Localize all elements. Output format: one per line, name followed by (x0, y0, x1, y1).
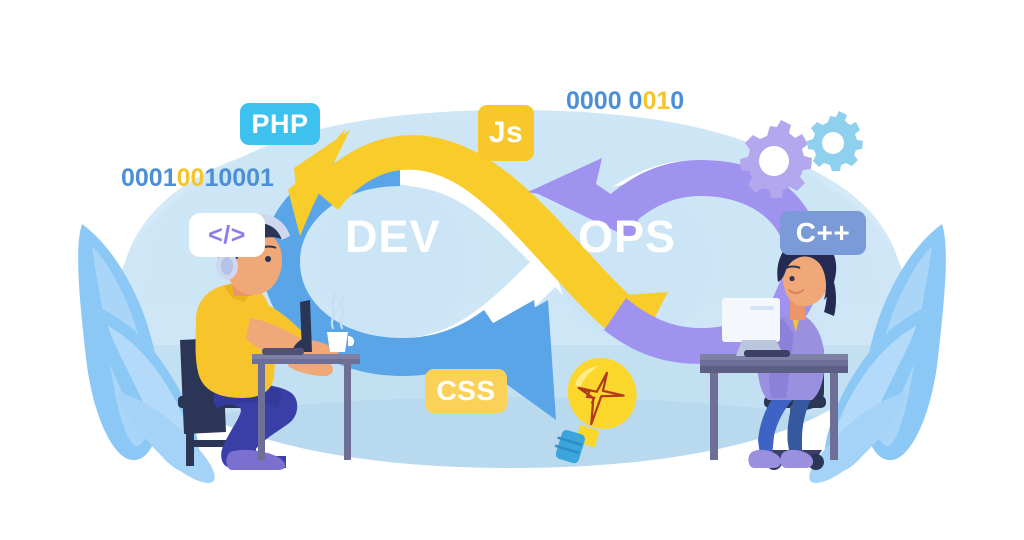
right-desk-equipment (722, 298, 790, 357)
coffee-cup-left (327, 292, 355, 352)
dev-label: DEV (345, 211, 441, 262)
binary-left-segment-yellow: 00 (176, 164, 205, 192)
shoe-right-b (780, 449, 814, 468)
leaf-right-inner (809, 392, 907, 483)
eye-left-person (265, 256, 272, 262)
keyboard-left (262, 348, 304, 355)
dev-inner-disc (314, 184, 470, 340)
steam-2 (339, 292, 346, 330)
desk-leg-right-b (830, 364, 838, 460)
leg-right-person-back (787, 394, 812, 456)
dev-arrowhead-2 (430, 300, 556, 420)
desk-leg-left-a (258, 362, 265, 460)
leg-right-person-front (758, 392, 796, 456)
smile-right-person (788, 289, 804, 294)
shoe-right-a (748, 449, 782, 468)
bulb-filament-zigzag (582, 389, 596, 404)
shoe-left-person (226, 449, 286, 470)
binary-top-segment-blue-2: 0 (670, 87, 685, 115)
steam-1 (330, 292, 337, 330)
binary-left-segment-blue-1: 0001 (121, 164, 177, 192)
gear-purple-icon (740, 120, 812, 198)
desk-leg-left-b (344, 362, 351, 460)
eye-right-person (789, 276, 795, 282)
bulb-base-stripe-2 (557, 436, 583, 447)
desk-top-left-2 (252, 354, 360, 359)
dev-arrow-ring (262, 150, 506, 376)
bulb-glass (567, 357, 637, 430)
leaf-group-left (78, 224, 215, 483)
binary-top-segment-blue-1: 0000 0 (566, 87, 643, 115)
desk-left (252, 354, 360, 460)
cup-handle (348, 336, 355, 346)
desk-apron-right (700, 366, 848, 373)
binary-top-segment-yellow: 01 (642, 87, 671, 115)
badge-code-brackets[interactable]: </> (189, 213, 265, 257)
ops-arrowhead-tip (530, 190, 640, 240)
hair-strand-right (824, 268, 836, 316)
ops-arrowhead (528, 158, 640, 214)
bulb-glass-shine (575, 365, 599, 387)
binary-left-segment-blue-2: 10001 (204, 164, 274, 192)
left-desk-equipment (262, 292, 355, 355)
monitor-right-line (750, 306, 774, 310)
cup-body (327, 332, 348, 352)
lightbulb-icon (554, 357, 637, 464)
leaf-group-right (809, 224, 946, 483)
keyboard-right (744, 350, 790, 357)
eyebrow-right-person (785, 265, 801, 269)
binary-string-top: 0000 0010 (566, 89, 684, 114)
chair-crossbar (188, 440, 254, 447)
badge-cpp[interactable]: C++ (780, 211, 866, 255)
cross-arrowhead-tip (294, 130, 350, 232)
gear-blue-icon (807, 111, 863, 171)
headphone-cup-inner (221, 257, 233, 275)
bulb-base-stripe-1 (554, 444, 580, 455)
binary-string-left: 00010010001 (121, 166, 274, 191)
badge-css[interactable]: CSS (425, 369, 507, 413)
ops-label: OPS (578, 211, 677, 262)
desk-leg-right-a (710, 364, 718, 460)
badge-php[interactable]: PHP (240, 103, 320, 145)
badge-js[interactable]: Js (478, 105, 534, 161)
chair-leg-front (186, 404, 194, 466)
